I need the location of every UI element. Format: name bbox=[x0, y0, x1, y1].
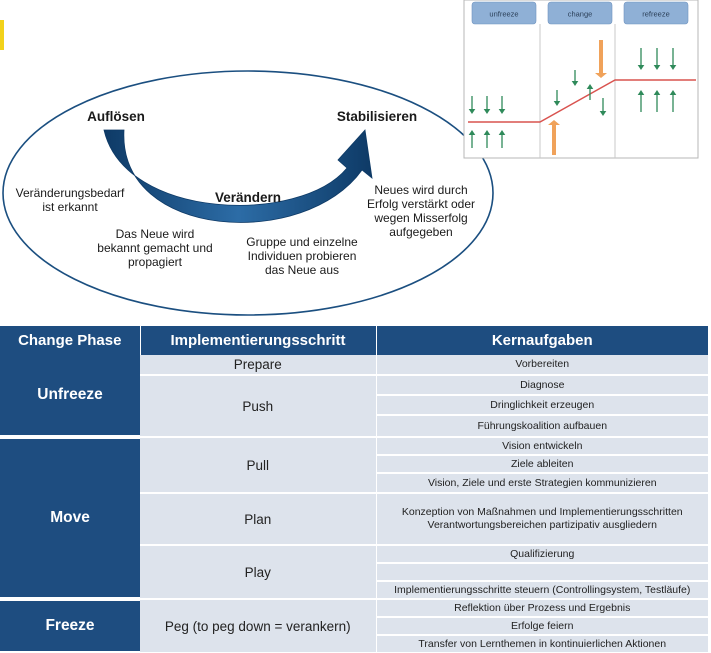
table-row: Transfer von Lernthemen in kontinuierlic… bbox=[0, 635, 708, 653]
stage-box-refreeze: refreeze bbox=[623, 1, 689, 25]
task-cell: Vorbereiten bbox=[376, 355, 708, 376]
stage-label-unfreeze: unfreeze bbox=[489, 10, 518, 19]
force-arrow bbox=[483, 130, 491, 148]
step-cell-prepare: Prepare bbox=[140, 355, 377, 376]
equilibrium-line bbox=[468, 79, 696, 123]
table-row: Führungskoalition aufbauen bbox=[0, 415, 708, 438]
table-row: Unfreeze Prepare Vorbereiten bbox=[0, 355, 708, 439]
table-row: Push Diagnose bbox=[0, 375, 708, 438]
phase-label-stabilisieren: Stabilisieren bbox=[336, 109, 418, 124]
task-cell: Transfer von Lernthemen in kontinuierlic… bbox=[376, 635, 708, 653]
task-cell: Führungskoalition aufbauen bbox=[376, 415, 708, 438]
task-cell: Qualifizierung bbox=[376, 545, 708, 564]
force-arrow bbox=[669, 48, 677, 70]
table-row: Vision, Ziele und erste Strategien kommu… bbox=[0, 473, 708, 494]
force-arrow bbox=[669, 90, 677, 112]
task-cell: Ziele ableiten bbox=[376, 455, 708, 474]
phase-cell-freeze: Freeze bbox=[0, 599, 140, 653]
change-phase-table: Change Phase Implementierungsschritt Ker… bbox=[0, 326, 708, 653]
change-process-diagram: unfreeze change refreeze bbox=[2, 0, 699, 316]
table-row bbox=[0, 563, 708, 582]
force-arrow bbox=[553, 90, 561, 106]
table-row: Ziele ableiten bbox=[0, 455, 708, 474]
task-cell: Vision, Ziele und erste Strategien kommu… bbox=[376, 473, 708, 494]
task-cell: Diagnose bbox=[376, 375, 708, 396]
force-arrow bbox=[498, 130, 506, 148]
task-cell: Dringlichkeit erzeugen bbox=[376, 395, 708, 416]
force-arrow bbox=[653, 90, 661, 112]
step-cell-plan: Plan bbox=[140, 493, 377, 546]
force-arrow bbox=[571, 70, 579, 86]
step-cell-pull: Pull bbox=[140, 437, 377, 494]
curved-change-arrow bbox=[103, 129, 373, 223]
force-arrow bbox=[468, 130, 476, 148]
phase-cell-move: Move bbox=[0, 437, 140, 601]
step-cell-peg: Peg (to peg down = verankern) bbox=[140, 599, 377, 653]
table-row: Dringlichkeit erzeugen bbox=[0, 395, 708, 416]
force-arrow bbox=[498, 96, 506, 114]
table-row: Erfolge feiern bbox=[0, 617, 708, 636]
step-cell-push: Push bbox=[140, 375, 377, 438]
stage-label-change: change bbox=[568, 10, 593, 19]
force-arrow bbox=[586, 84, 594, 100]
table-row: Play Qualifizierung bbox=[0, 545, 708, 600]
task-cell: Vision entwickeln bbox=[376, 437, 708, 456]
header-change-phase: Change Phase bbox=[0, 326, 141, 355]
task-cell bbox=[376, 563, 708, 582]
table-row: Plan Konzeption von Maßnahmen und Implem… bbox=[0, 493, 708, 546]
table-header-row: Change Phase Implementierungsschritt Ker… bbox=[0, 326, 708, 355]
force-arrow bbox=[599, 98, 607, 116]
task-cell: Implementierungsschritte steuern (Contro… bbox=[376, 581, 708, 600]
stage-box-unfreeze: unfreeze bbox=[471, 1, 537, 25]
force-arrow bbox=[653, 48, 661, 70]
force-arrow bbox=[548, 120, 560, 155]
process-ellipse bbox=[2, 70, 494, 316]
table-row: Implementierungsschritte steuern (Contro… bbox=[0, 581, 708, 600]
lewin-model-figure: unfreeze change refreeze bbox=[463, 0, 699, 159]
step-cell-play: Play bbox=[140, 545, 377, 600]
phase-label-aufloesen: Auflösen bbox=[87, 109, 145, 124]
phase-label-veraendern: Verändern bbox=[214, 190, 282, 205]
header-implementierungsschritt: Implementierungsschritt bbox=[140, 326, 377, 355]
force-arrow bbox=[468, 96, 476, 114]
force-arrow bbox=[637, 48, 645, 70]
table-row: Move Pull Vision entwickeln bbox=[0, 437, 708, 601]
force-arrow bbox=[483, 96, 491, 114]
task-cell-plan: Konzeption von Maßnahmen und Implementie… bbox=[376, 493, 708, 546]
stage-box-change: change bbox=[547, 1, 613, 25]
yellow-marker bbox=[0, 20, 4, 50]
force-arrow bbox=[637, 90, 645, 112]
phase-cell-unfreeze: Unfreeze bbox=[0, 355, 140, 439]
header-kernaufgaben: Kernaufgaben bbox=[376, 326, 708, 355]
stage-label-refreeze: refreeze bbox=[642, 10, 670, 19]
task-cell: Reflektion über Prozess und Ergebnis bbox=[376, 599, 708, 618]
force-arrow bbox=[595, 40, 607, 78]
task-cell: Erfolge feiern bbox=[376, 617, 708, 636]
table-row: Freeze Peg (to peg down = verankern) Ref… bbox=[0, 599, 708, 653]
